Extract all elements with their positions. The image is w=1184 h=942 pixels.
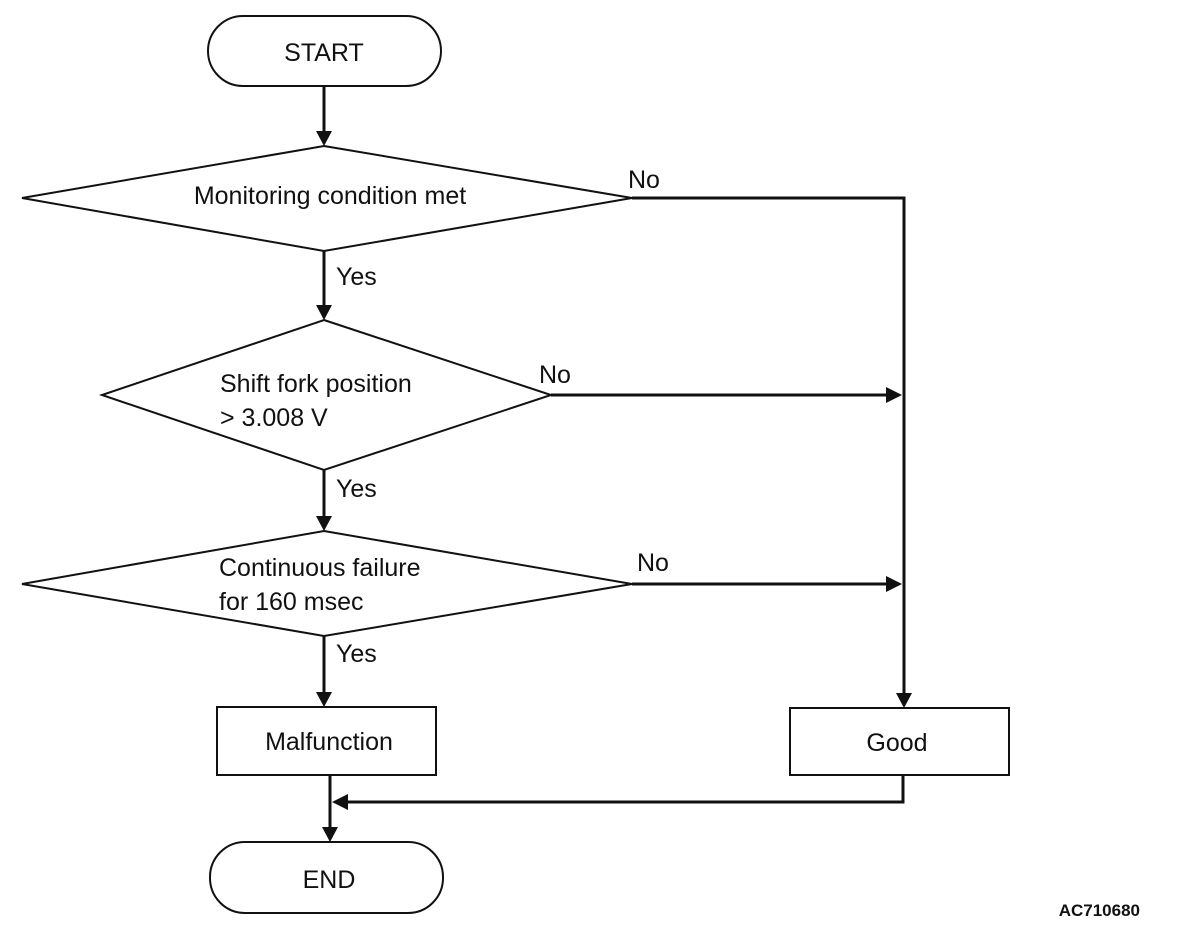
decision-monitoring-condition-label: Monitoring condition met xyxy=(194,182,466,210)
end-terminal xyxy=(209,841,444,914)
yes-label-1: Yes xyxy=(336,263,377,291)
decision-shift-fork-position-line1: Shift fork position xyxy=(220,370,412,398)
arrowhead-d1-d2 xyxy=(316,305,332,320)
no-label-2: No xyxy=(539,361,571,389)
decision-continuous-failure-line1: Continuous failure xyxy=(219,554,421,582)
start-label: START xyxy=(284,39,364,67)
decision-shift-fork-position-line2: > 3.008 V xyxy=(220,404,328,432)
arrowhead-d2-d3 xyxy=(316,516,332,531)
malfunction-box xyxy=(216,706,437,776)
arrowhead-good xyxy=(896,693,912,708)
reference-code: AC710680 xyxy=(1059,901,1140,920)
decision-continuous-failure-line2: for 160 msec xyxy=(219,588,364,616)
good-label: Good xyxy=(866,729,927,757)
arrowhead-d2-no xyxy=(886,387,902,403)
end-label: END xyxy=(303,866,356,894)
arrowhead-end xyxy=(322,827,338,842)
arrowhead-merge xyxy=(332,794,348,810)
no-label-3: No xyxy=(637,549,669,577)
connector-d1-no xyxy=(632,196,906,695)
arrowhead-malfunction xyxy=(316,692,332,707)
decision-continuous-failure xyxy=(21,529,633,638)
yes-label-2: Yes xyxy=(336,475,377,503)
arrowhead-start-d1 xyxy=(316,131,332,146)
good-box xyxy=(789,707,1010,776)
malfunction-label: Malfunction xyxy=(265,728,393,756)
arrowhead-d3-no xyxy=(886,576,902,592)
no-label-1: No xyxy=(628,166,660,194)
yes-label-3: Yes xyxy=(336,640,377,668)
connector-good-merge xyxy=(346,775,905,804)
